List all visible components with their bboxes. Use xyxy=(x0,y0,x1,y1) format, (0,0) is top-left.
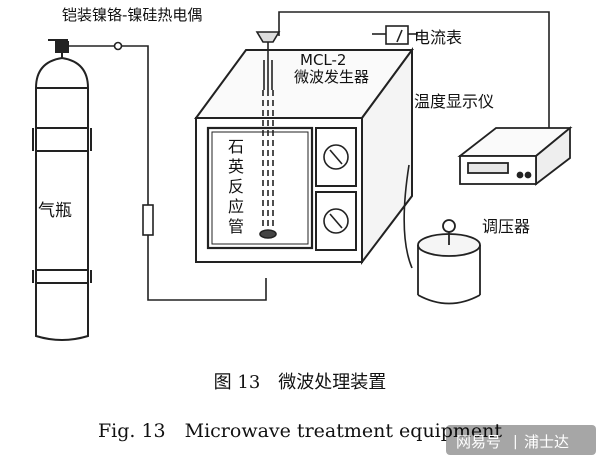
gas-cylinder-label: 气瓶 xyxy=(38,201,72,221)
temperature-display xyxy=(457,126,573,186)
quartz-reactor-char: 应 xyxy=(228,197,244,216)
ammeter-gauge xyxy=(385,25,409,45)
gas-line xyxy=(68,41,267,301)
cylinder-valve xyxy=(48,39,69,58)
watermark-author: 浦士达 xyxy=(524,433,569,451)
signal-wires xyxy=(278,11,550,269)
caption-chinese: 图 13 微波处理装置 xyxy=(214,372,387,393)
quartz-reactor-char: 管 xyxy=(228,217,244,236)
quartz-reactor-char: 石 xyxy=(228,137,244,156)
quartz-reactor-char: 反 xyxy=(228,177,244,196)
ammeter-label: 电流表 xyxy=(414,28,462,47)
quartz-reactor-label: 石 英 反 应 管 xyxy=(228,137,244,236)
quartz-reactor-char: 英 xyxy=(228,157,244,176)
generator-name-label: 微波发生器 xyxy=(294,68,369,86)
caption-english: Fig. 13 Microwave treatment equipment xyxy=(98,420,502,442)
gas-cylinder xyxy=(32,56,92,341)
generator-model-label: MCL-2 xyxy=(300,51,346,69)
watermark-site: 网易号 xyxy=(456,433,501,451)
watermark: 网易号 | 浦士达 xyxy=(446,425,596,455)
voltage-regulator xyxy=(417,219,481,305)
regulator-label: 调压器 xyxy=(482,217,530,236)
temp-display-label: 温度显示仪 xyxy=(414,92,494,111)
watermark-separator: | xyxy=(513,434,518,450)
thermocouple-label: 铠装镍铬-镍硅热电偶 xyxy=(62,6,202,24)
microwave-generator xyxy=(194,46,414,265)
thermocouple-probe xyxy=(255,31,281,239)
